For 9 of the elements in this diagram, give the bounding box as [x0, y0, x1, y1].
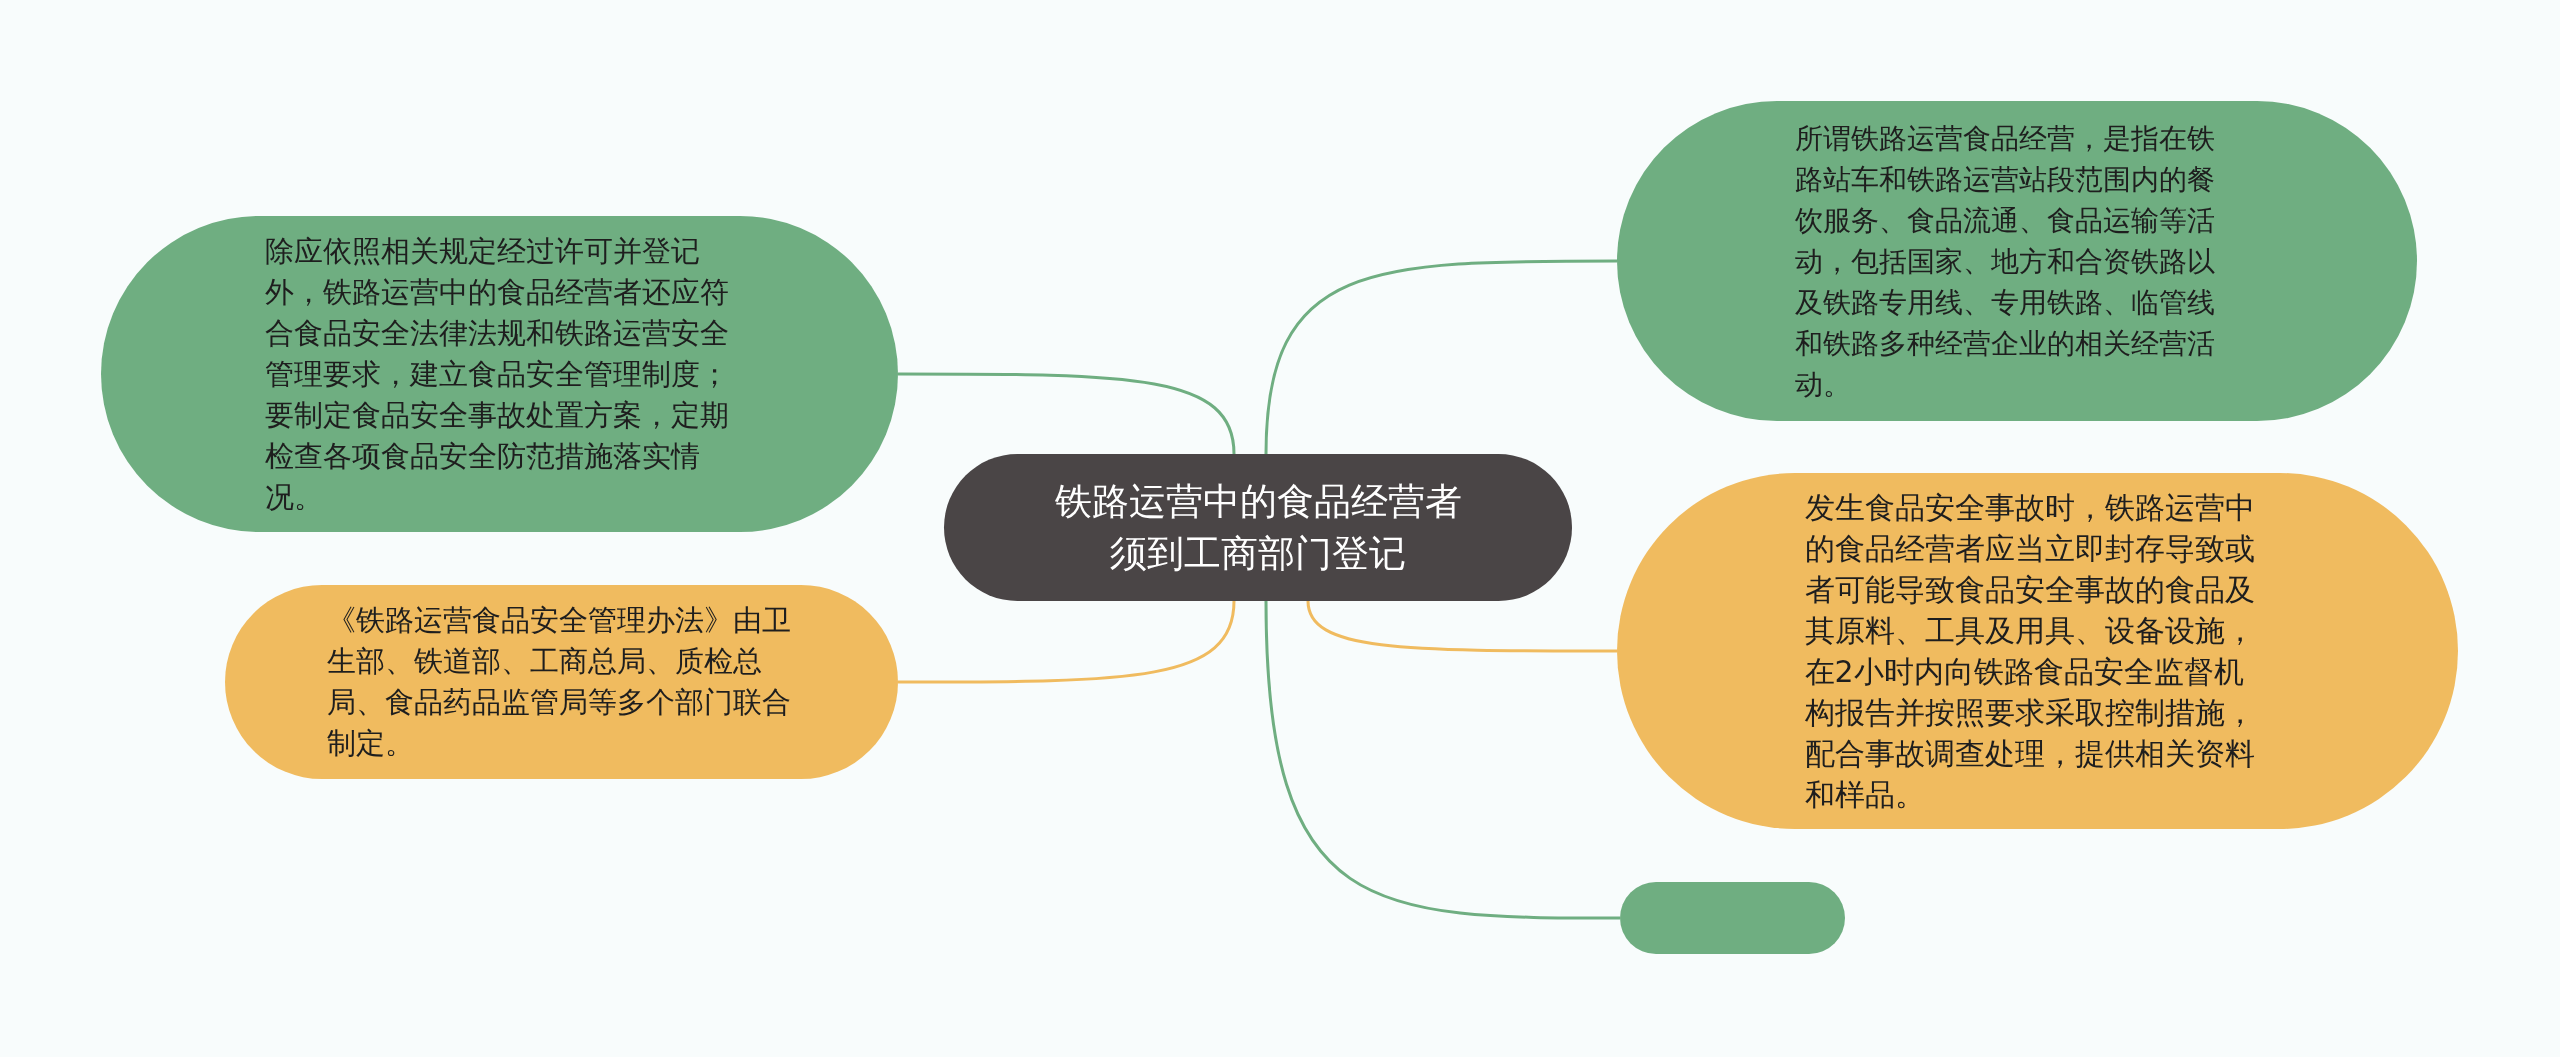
connector-line — [1264, 259, 1617, 455]
central-topic-text: 铁路运营中的食品经营者须到工商部门登记 — [1053, 478, 1463, 577]
connector-line — [898, 600, 1236, 684]
topic-text: 发生食品安全事故时，铁路运营中的食品经营者应当立即封存导致或者可能导致食品安全事故的食品及其原料、工具及用具、设备设施，在2小时内向铁路食品安全监督机构报告并按照要求采取控制措施，配合事故调查处理，提供相关资料和样品。 — [1804, 489, 2256, 814]
topic-text: 所谓铁路运营食品经营，是指在铁路站车和铁路运营站段范围内的餐饮服务、食品流通、食品运输等活动，包括国家、地方和合资铁路以及铁路专用线、专用铁路、临管线和铁路多种经营企业的相关经营活动。 — [1794, 120, 2216, 403]
connector-line — [898, 372, 1236, 455]
connector-line — [1306, 600, 1617, 653]
topic-text: 除应依照相关规定经过许可并登记外，铁路运营中的食品经营者还应符合食品安全法律法规和铁路运营安全管理要求，建立食品安全管理制度；要制定食品安全事故处置方案，定期检查各项食品安全防范措施落实情况。 — [264, 232, 730, 516]
topic-text: 《铁路运营食品安全管理办法》由卫生部、铁道部、工商总局、质检总局、食品药品监管局等多个部门联合制定。 — [326, 602, 792, 762]
